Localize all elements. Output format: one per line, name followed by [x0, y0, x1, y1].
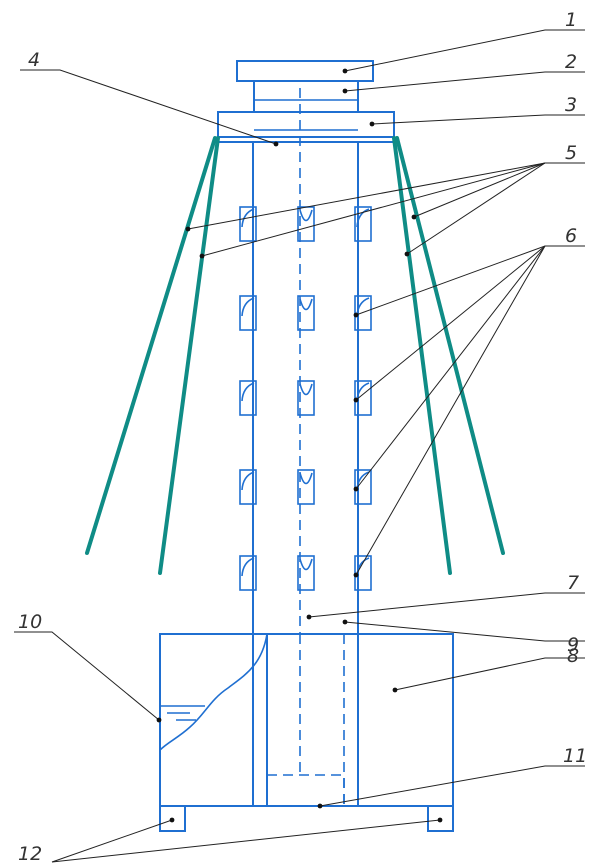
leader-lines [14, 29, 585, 863]
water-level-marks [160, 705, 205, 721]
leader-4 [20, 69, 277, 145]
leader-5b [201, 162, 546, 257]
plant-pot [297, 555, 315, 591]
leader-2 [344, 71, 585, 92]
inner-pipe-dashed [252, 88, 345, 806]
leader-5c [413, 162, 546, 218]
callout-1: 1 [565, 9, 577, 31]
leader-6c [355, 245, 546, 490]
plant-pot [239, 469, 257, 505]
leader-5d [406, 162, 546, 255]
callout-5: 5 [565, 142, 577, 164]
grow-lamps [85, 136, 505, 575]
leader-12b [51, 819, 441, 863]
leader-6d [355, 245, 546, 576]
lamp-right-outer [395, 136, 505, 555]
plant-pot [239, 206, 257, 242]
plant-pot [239, 295, 257, 331]
callout-2: 2 [565, 51, 577, 73]
callout-11: 11 [563, 745, 587, 767]
callout-3: 3 [565, 94, 577, 116]
leader-6b [355, 245, 546, 401]
foot-right [427, 805, 454, 832]
plant-pot [239, 380, 257, 416]
foot-left [159, 805, 186, 832]
lamp-left-outer [85, 136, 217, 555]
lamp-left-inner [158, 136, 220, 575]
leader-3 [371, 114, 585, 125]
plant-pot [297, 295, 315, 331]
callout-12: 12 [18, 843, 42, 865]
pump [266, 774, 345, 807]
lamp-right-inner [392, 136, 452, 575]
plant-pot [354, 206, 372, 242]
leader-dots [156, 68, 443, 823]
leader-8 [344, 621, 585, 642]
leader-7 [308, 592, 585, 618]
top-neck [253, 81, 359, 112]
plant-pot [239, 555, 257, 591]
leader-11 [319, 765, 585, 807]
cutaway-break-line [159, 633, 268, 751]
plant-pots [239, 206, 372, 591]
leader-12a [51, 819, 173, 863]
leader-9 [394, 657, 585, 691]
callout-10: 10 [18, 611, 42, 633]
top-cap [236, 60, 374, 82]
plant-pot [297, 380, 315, 416]
plant-pot [297, 469, 315, 505]
callout-7: 7 [567, 572, 579, 594]
leader-5a [187, 162, 585, 230]
leader-10 [14, 631, 160, 721]
leader-6a [355, 245, 585, 316]
leader-1 [344, 29, 585, 72]
callout-9: 9 [567, 634, 579, 656]
callout-labels: 1 2 3 4 5 6 7 8 9 10 11 12 [18, 9, 587, 865]
callout-8: 8 [567, 645, 579, 667]
reservoir-tank [159, 633, 454, 807]
callout-6: 6 [565, 225, 577, 247]
callout-4: 4 [28, 49, 40, 71]
